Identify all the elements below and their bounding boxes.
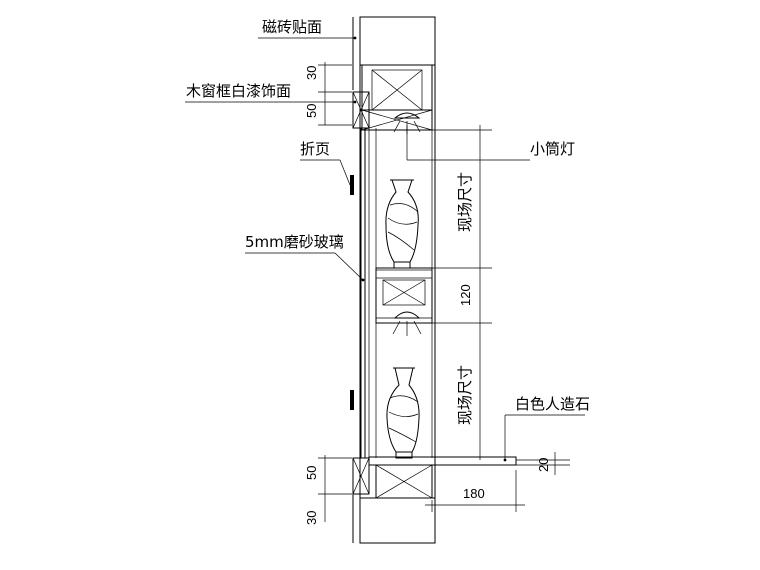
dim-shelf-20: 20 — [536, 458, 551, 472]
frosted-glass-label: 5mm磨砂玻璃 — [245, 233, 344, 251]
dim-upper-site: 现场尺寸 — [456, 172, 474, 232]
dim-lower-site: 现场尺寸 — [456, 365, 474, 425]
lower-vase — [386, 367, 420, 459]
glass-frame — [352, 91, 433, 495]
tile-facing-label: 磁砖贴面 — [262, 18, 322, 36]
wood-frame-label: 木窗框白漆饰面 — [186, 82, 291, 100]
hinge-label: 折页 — [300, 140, 330, 158]
right-dimensions — [425, 125, 570, 512]
dim-top-30: 30 — [304, 66, 319, 80]
lower-hinge — [350, 390, 354, 410]
upper-light-box — [361, 64, 433, 131]
dim-bottom-50: 50 — [304, 466, 319, 480]
dim-bottom-30: 30 — [304, 511, 319, 525]
left-dimensions — [318, 62, 352, 522]
white-stone-label: 白色人造石 — [515, 395, 590, 413]
spotlight-label: 小筒灯 — [530, 140, 575, 158]
upper-vase — [385, 179, 419, 269]
middle-spotlight — [392, 311, 422, 336]
dim-depth-180: 180 — [463, 486, 485, 501]
leader-lines — [185, 36, 585, 462]
upper-hinge — [350, 175, 354, 195]
dim-top-50: 50 — [304, 104, 319, 118]
middle-light-box — [375, 267, 433, 324]
dim-mid-120: 120 — [458, 284, 473, 306]
stone-shelf — [368, 456, 517, 499]
